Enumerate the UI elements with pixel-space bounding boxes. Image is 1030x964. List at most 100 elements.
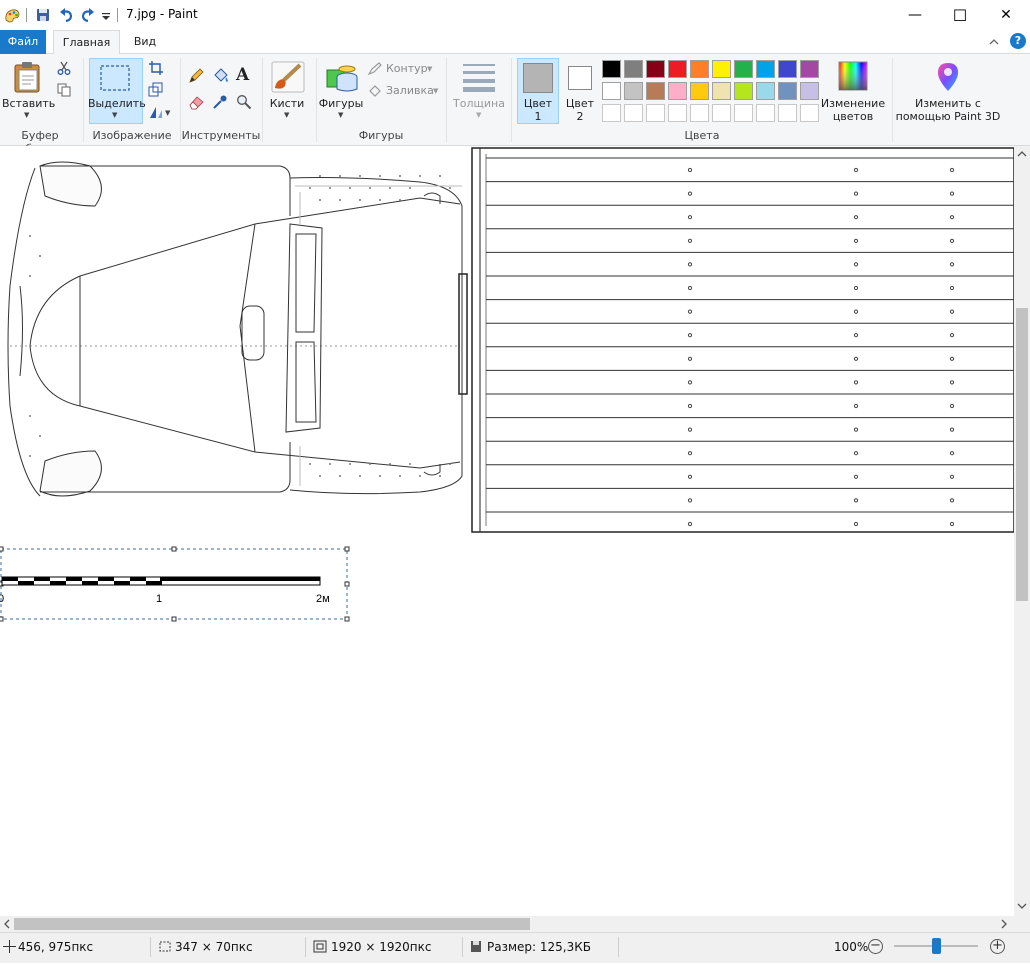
size-button[interactable]: Толщина <box>453 97 505 110</box>
customize-quick-access-icon[interactable] <box>101 6 111 24</box>
pencil-icon[interactable] <box>188 68 204 84</box>
outline-button[interactable]: Контур <box>386 62 428 75</box>
select-dropdown-icon[interactable]: ▼ <box>112 111 118 119</box>
palette-swatch[interactable] <box>712 82 731 100</box>
eraser-icon[interactable] <box>188 94 205 110</box>
palette-swatch[interactable] <box>624 104 643 122</box>
palette-swatch[interactable] <box>602 104 621 122</box>
brushes-icon[interactable] <box>270 60 306 94</box>
cut-icon[interactable] <box>57 61 71 75</box>
palette-swatch[interactable] <box>800 82 819 100</box>
shapes-dropdown-icon[interactable]: ▼ <box>338 111 344 119</box>
palette-swatch[interactable] <box>778 104 797 122</box>
vertical-scrollbar[interactable] <box>1014 146 1030 916</box>
palette-swatch[interactable] <box>668 82 687 100</box>
zoom-slider-thumb[interactable] <box>932 938 941 954</box>
color-picker-icon[interactable] <box>212 94 228 110</box>
paint3d-line2[interactable]: помощью Paint 3D <box>895 110 1001 123</box>
selection-handle-bl[interactable] <box>0 616 4 622</box>
palette-swatch[interactable] <box>602 60 621 78</box>
vertical-scroll-thumb[interactable] <box>1016 308 1028 601</box>
resize-icon[interactable] <box>148 82 164 98</box>
selection-handle-tr[interactable] <box>344 546 350 552</box>
fill-button[interactable]: Заливка <box>386 84 434 97</box>
magnifier-icon[interactable] <box>236 94 252 110</box>
collapse-ribbon-icon[interactable] <box>988 36 1000 48</box>
copy-icon[interactable] <box>57 83 71 97</box>
palette-swatch[interactable] <box>602 82 621 100</box>
palette-swatch[interactable] <box>646 104 665 122</box>
selection-size: 347 × 70пкс <box>175 940 253 954</box>
palette-swatch[interactable] <box>712 60 731 78</box>
edit-colors-line2[interactable]: цветов <box>832 110 874 123</box>
zoom-out-button[interactable]: − <box>868 939 883 954</box>
scroll-right-icon[interactable] <box>1000 919 1008 929</box>
palette-swatch[interactable] <box>690 104 709 122</box>
palette-swatch[interactable] <box>690 60 709 78</box>
edit-colors-icon[interactable] <box>838 61 868 91</box>
palette-swatch[interactable] <box>646 60 665 78</box>
palette-swatch[interactable] <box>800 104 819 122</box>
help-button[interactable]: ? <box>1010 33 1026 49</box>
selection-handle-bottom[interactable] <box>171 616 177 622</box>
paste-dropdown-icon[interactable]: ▼ <box>24 111 30 119</box>
fill-dropdown-icon[interactable]: ▼ <box>433 87 439 95</box>
tab-view[interactable]: Вид <box>133 35 157 48</box>
brushes-dropdown-icon[interactable]: ▼ <box>284 111 290 119</box>
palette-swatch[interactable] <box>712 104 731 122</box>
tab-file[interactable]: Файл <box>0 30 46 54</box>
selection-handle-top[interactable] <box>171 546 177 552</box>
palette-swatch[interactable] <box>734 60 753 78</box>
palette-swatch[interactable] <box>778 82 797 100</box>
redo-icon[interactable] <box>80 6 96 24</box>
palette-swatch[interactable] <box>756 82 775 100</box>
tab-home[interactable]: Главная <box>53 30 120 55</box>
brushes-label[interactable]: Кисти <box>269 97 305 110</box>
palette-swatch[interactable] <box>756 104 775 122</box>
selection-handle-br[interactable] <box>344 616 350 622</box>
drawing-canvas[interactable]: 0 1 2м <box>0 146 1014 916</box>
color2-swatch[interactable] <box>568 66 592 90</box>
canvas-workspace[interactable]: 0 1 2м <box>0 146 1014 916</box>
paint3d-line1[interactable]: Изменить с <box>915 97 981 110</box>
rotate-icon[interactable] <box>148 104 164 120</box>
text-tool-icon[interactable]: A <box>236 65 250 85</box>
scroll-down-icon[interactable] <box>1017 902 1027 910</box>
palette-swatch[interactable] <box>734 82 753 100</box>
shapes-label[interactable]: Фигуры <box>318 97 364 110</box>
paste-icon[interactable] <box>12 60 44 94</box>
crop-icon[interactable] <box>148 60 164 76</box>
fill-bucket-icon[interactable] <box>212 67 230 85</box>
select-button[interactable] <box>89 58 143 124</box>
palette-swatch[interactable] <box>624 60 643 78</box>
zoom-in-button[interactable]: + <box>990 939 1005 954</box>
close-button[interactable]: ✕ <box>1000 7 1012 23</box>
undo-icon[interactable] <box>58 6 74 24</box>
paste-button[interactable]: Вставить <box>2 97 56 110</box>
palette-swatch[interactable] <box>800 60 819 78</box>
palette-swatch[interactable] <box>756 60 775 78</box>
selection-handle-right[interactable] <box>344 581 350 587</box>
palette-swatch[interactable] <box>646 82 665 100</box>
paint-app-icon[interactable] <box>3 6 21 24</box>
edit-colors-line1[interactable]: Изменение <box>820 97 886 110</box>
horizontal-scroll-thumb[interactable] <box>14 918 530 930</box>
selection-handle-tl[interactable] <box>0 546 4 552</box>
save-icon[interactable] <box>35 6 51 24</box>
size-dropdown-icon[interactable]: ▼ <box>476 111 482 119</box>
palette-swatch[interactable] <box>624 82 643 100</box>
palette-swatch[interactable] <box>668 60 687 78</box>
shapes-icon[interactable] <box>325 60 359 94</box>
palette-swatch[interactable] <box>734 104 753 122</box>
outline-dropdown-icon[interactable]: ▼ <box>427 65 433 73</box>
minimize-button[interactable]: — <box>908 7 922 23</box>
palette-swatch[interactable] <box>668 104 687 122</box>
rotate-dropdown-icon[interactable]: ▼ <box>165 109 171 117</box>
scroll-left-icon[interactable] <box>3 919 11 929</box>
maximize-button[interactable]: ☐ <box>952 5 968 25</box>
horizontal-scrollbar[interactable] <box>0 916 1014 932</box>
palette-swatch[interactable] <box>778 60 797 78</box>
paint3d-icon[interactable] <box>933 61 963 93</box>
scroll-up-icon[interactable] <box>1017 150 1027 158</box>
palette-swatch[interactable] <box>690 82 709 100</box>
